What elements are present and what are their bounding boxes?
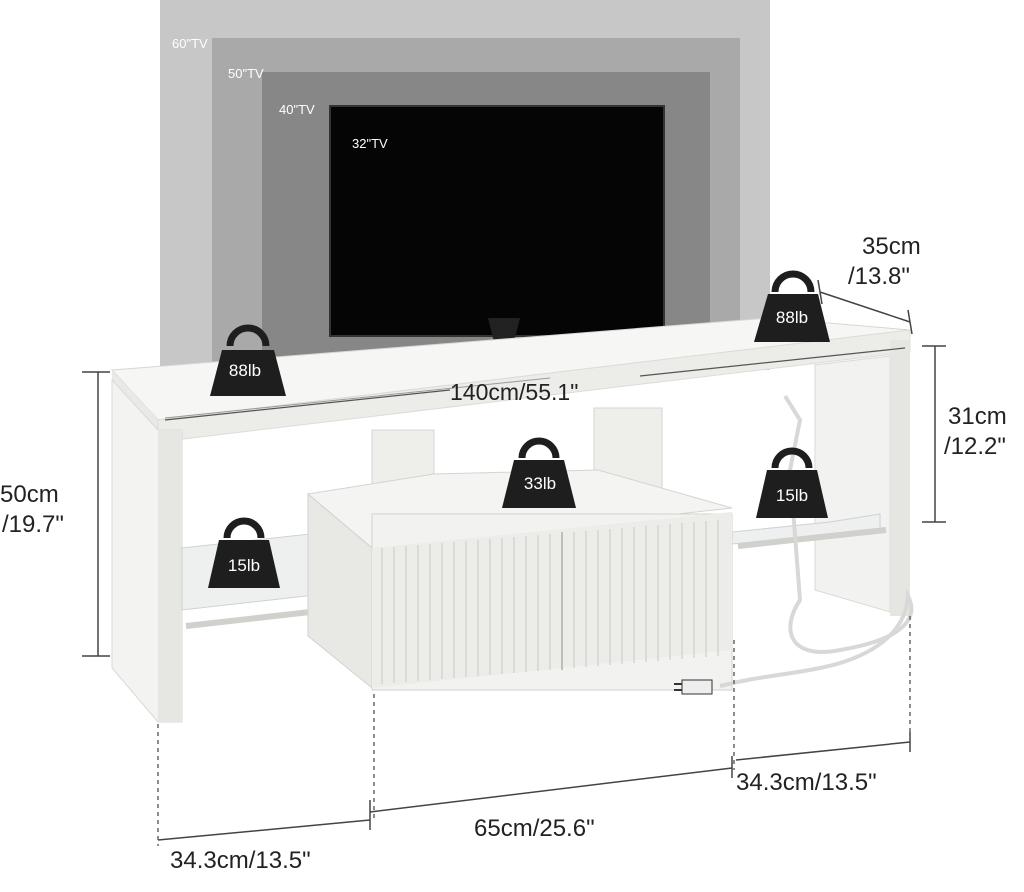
tv-screen	[329, 105, 665, 337]
weight-icon-top-left	[210, 324, 286, 396]
tv-32-label: 32"TV	[352, 136, 388, 151]
tv-40-label: 40"TV	[279, 102, 315, 117]
weight-icon-top-right	[754, 270, 830, 342]
center-section-label: 65cm/25.6"	[474, 815, 595, 842]
left-section-label: 34.3cm/13.5"	[170, 847, 311, 874]
dimension-lines	[82, 279, 946, 841]
right-leg	[814, 355, 891, 613]
weight-icon-left-shelf	[208, 517, 280, 588]
power-cord	[719, 394, 914, 688]
depth-cm-label: 35cm	[862, 233, 921, 260]
depth-in-label: /13.8"	[848, 263, 910, 290]
tv-60-label: 60"TV	[172, 36, 208, 51]
power-plug	[681, 679, 713, 695]
weight-icon-right-shelf	[756, 447, 828, 518]
weight-label-center: 33lb	[523, 474, 557, 493]
weight-icon-center	[502, 437, 576, 508]
height-in-label: /19.7"	[2, 511, 64, 538]
weight-label-left-shelf: 15lb	[227, 556, 261, 575]
height-cm-label: 50cm	[0, 481, 59, 508]
top-gap-in-label: /12.2"	[944, 433, 1006, 460]
weight-label-top-right: 88lb	[775, 308, 809, 327]
extension-lines	[157, 616, 911, 846]
width-dimension-label: 140cm/55.1"	[450, 379, 579, 405]
right-section-label: 34.3cm/13.5"	[736, 769, 877, 796]
weight-label-right-shelf: 15lb	[775, 486, 809, 505]
width-rule	[164, 347, 906, 421]
sliding-door-ribs	[381, 520, 719, 684]
tv-50-label: 50"TV	[228, 66, 264, 81]
weight-label-top-left: 88lb	[228, 361, 262, 380]
top-gap-cm-label: 31cm	[948, 403, 1007, 430]
